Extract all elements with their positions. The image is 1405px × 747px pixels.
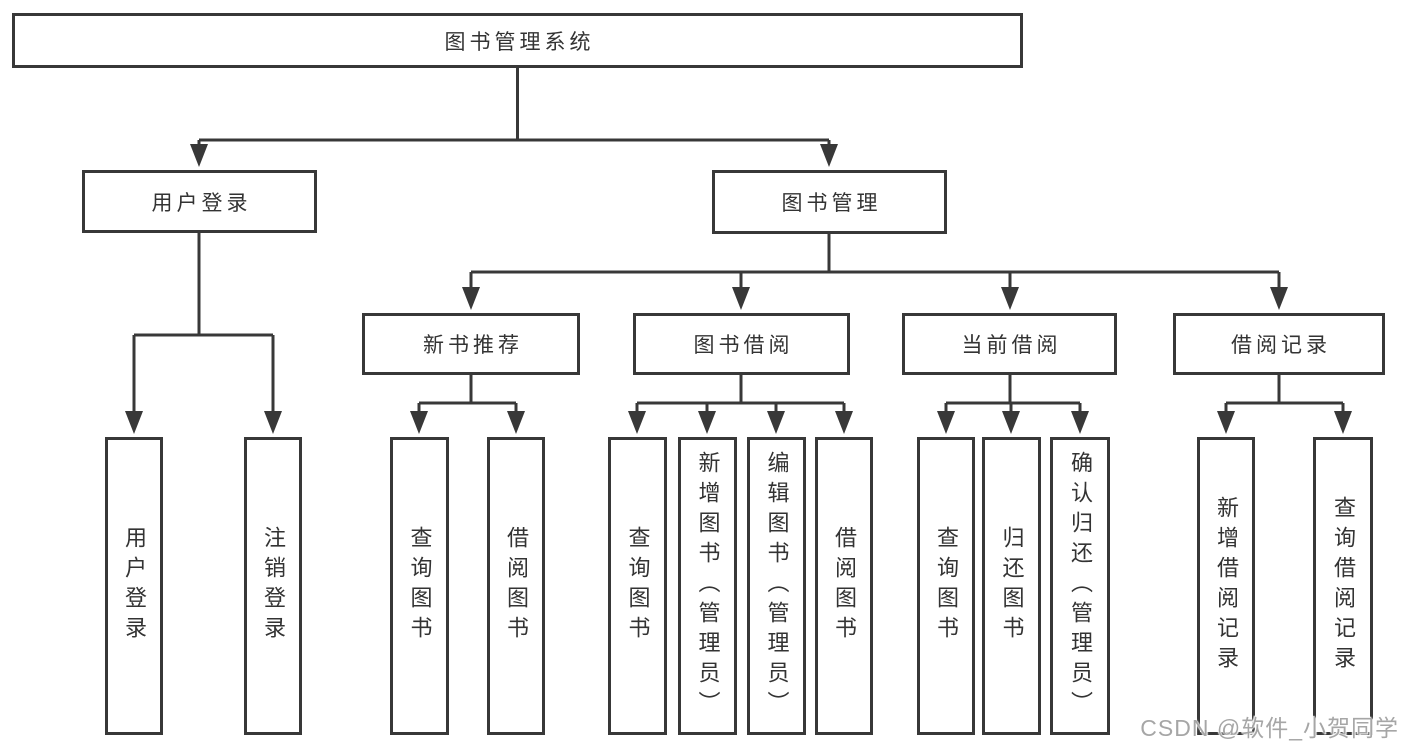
node-book-management: 图书管理 (712, 170, 947, 234)
node-root: 图书管理系统 (12, 13, 1023, 68)
leaf-cb-return-books: 归还图书 (982, 437, 1041, 735)
node-borrow-records: 借阅记录 (1173, 313, 1385, 375)
leaf-bb-query-books: 查询图书 (608, 437, 667, 735)
leaf-logout: 注销登录 (244, 437, 302, 735)
leaf-br-query-record: 查询借阅记录 (1313, 437, 1373, 735)
leaf-cb-confirm-return-admin: 确认归还（管理员） (1050, 437, 1110, 735)
leaf-br-add-record: 新增借阅记录 (1197, 437, 1255, 735)
leaf-bb-add-books-admin: 新增图书（管理员） (678, 437, 737, 735)
node-current-borrowing: 当前借阅 (902, 313, 1117, 375)
leaf-cb-query-books: 查询图书 (917, 437, 975, 735)
node-new-book-recommend: 新书推荐 (362, 313, 580, 375)
leaf-new-query-books: 查询图书 (390, 437, 449, 735)
csdn-watermark: CSDN @软件_小贺同学 (1140, 715, 1399, 741)
node-user-login: 用户登录 (82, 170, 317, 233)
node-book-borrowing: 图书借阅 (633, 313, 850, 375)
leaf-user-login: 用户登录 (105, 437, 163, 735)
leaf-new-borrow-books: 借阅图书 (487, 437, 545, 735)
leaf-bb-edit-books-admin: 编辑图书（管理员） (747, 437, 806, 735)
leaf-bb-borrow-books: 借阅图书 (815, 437, 873, 735)
